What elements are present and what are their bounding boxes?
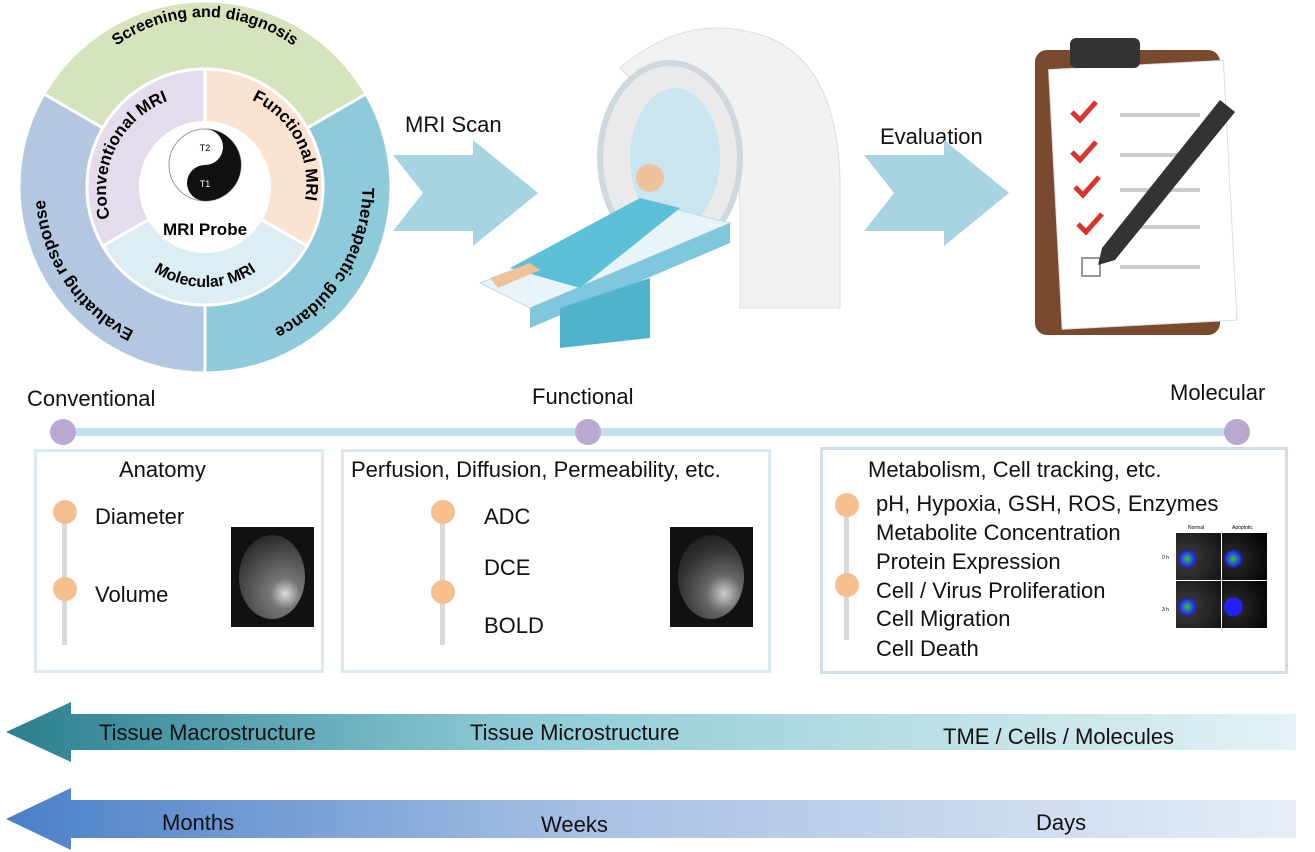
clipboard-checklist-icon (1035, 38, 1238, 335)
timeline-molecular: Molecular (1170, 380, 1266, 405)
label-macrostructure: Tissue Macrostructure (99, 720, 316, 745)
timeline-functional: Functional (532, 384, 634, 409)
molecular-title: Metabolism, Cell tracking, etc. (868, 457, 1162, 482)
yin-yang-icon: T2 T1 (168, 128, 242, 202)
apoptosis-image-grid: Normal Apoptotic 0 h 3 h (1160, 525, 1270, 630)
item-ph: pH, Hypoxia, GSH, ROS, Enzymes (876, 491, 1219, 516)
timeline-dot (50, 419, 76, 445)
timeline-conventional: Conventional (27, 386, 156, 411)
item-bold: BOLD (484, 613, 544, 638)
label-microstructure: Tissue Microstructure (470, 720, 680, 745)
item-adc: ADC (484, 504, 531, 529)
mri-wheel: T2 T1 MRI Probe Screening and diagnosisT… (17, 0, 393, 375)
adc-brain-image (670, 527, 753, 627)
label-days: Days (1036, 810, 1087, 835)
item-protein: Protein Expression (876, 549, 1061, 574)
mri-brain-image (231, 527, 314, 627)
functional-title: Perfusion, Diffusion, Permeability, etc. (351, 457, 721, 482)
item-migration: Cell Migration (876, 606, 1011, 631)
item-metabolite: Metabolite Concentration (876, 520, 1121, 545)
mri-scanner-icon (478, 27, 841, 348)
anatomy-title: Anatomy (119, 457, 206, 482)
item-diameter: Diameter (95, 504, 185, 529)
t2-label: T2 (200, 143, 211, 153)
item-proliferation: Cell / Virus Proliferation (876, 578, 1106, 603)
timeline-dot (1224, 419, 1250, 445)
scale-arrow (6, 702, 1296, 762)
probe-label: MRI Probe (163, 220, 247, 239)
item-death: Cell Death (876, 636, 979, 661)
time-arrow (6, 788, 1296, 850)
mri-scan-label: MRI Scan (405, 112, 502, 137)
item-dce: DCE (484, 555, 531, 580)
t1-label: T1 (200, 179, 211, 189)
arrow-right-icon (864, 140, 1009, 246)
label-tme: TME / Cells / Molecules (943, 724, 1175, 749)
timeline-line (63, 428, 1238, 436)
item-volume: Volume (95, 582, 169, 607)
timeline-dot (575, 419, 601, 445)
label-weeks: Weeks (541, 812, 608, 837)
label-months: Months (162, 810, 235, 835)
arrow-right-icon (393, 140, 538, 246)
evaluation-label: Evaluation (880, 124, 983, 149)
